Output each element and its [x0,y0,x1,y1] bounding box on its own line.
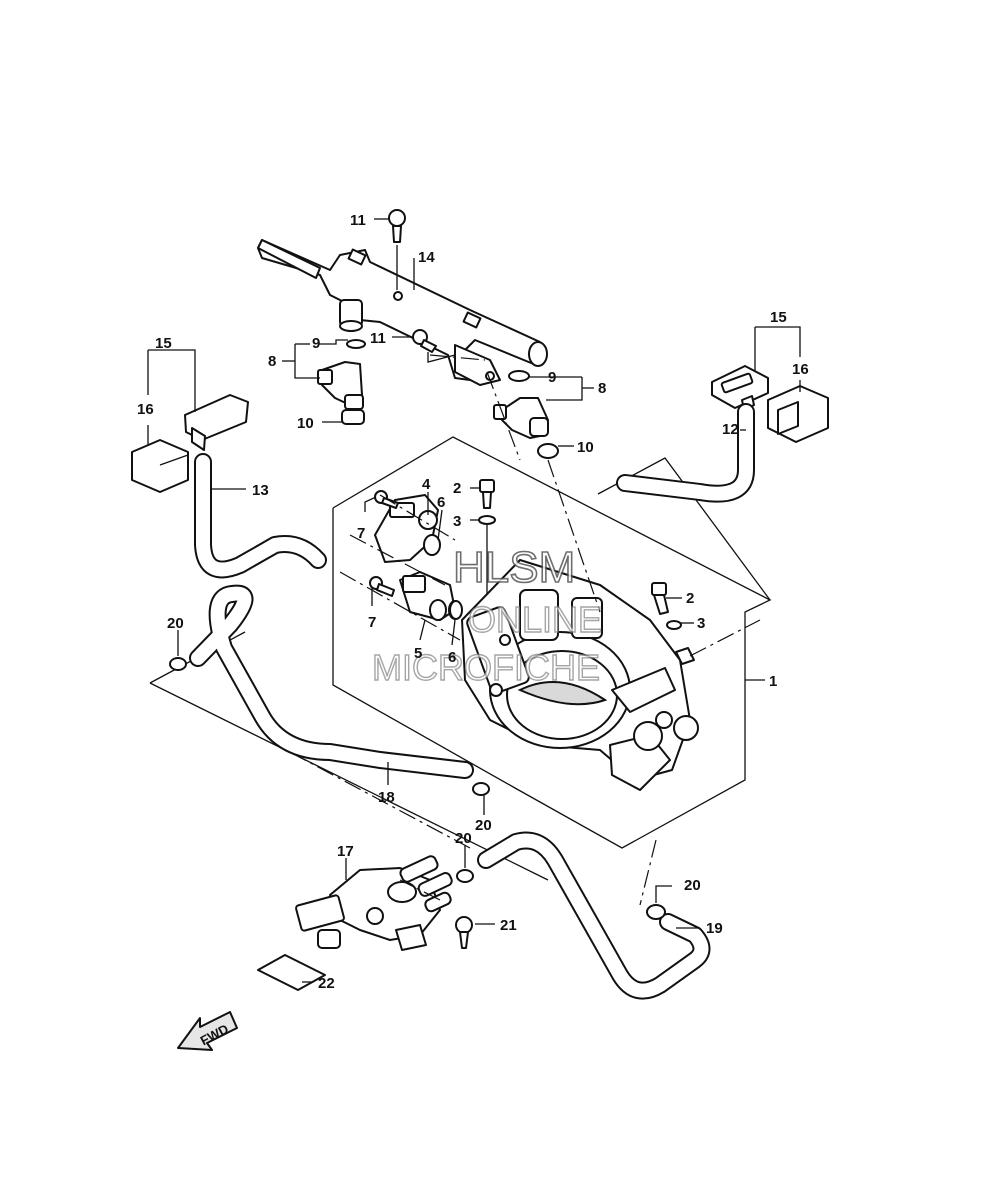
throttle-body[interactable] [461,559,699,791]
callout-2-top: 2 [453,480,461,497]
callout-8-left: 8 [268,353,276,370]
callout-20-right: 20 [684,877,701,894]
watermark-line3: MICROFICHE [372,647,600,688]
callout-19: 19 [706,920,723,937]
clamp-20-lower[interactable] [456,869,474,883]
screw-11-top[interactable] [388,209,406,290]
fuel-injector-right[interactable] [493,370,559,459]
callout-8-right: 8 [598,380,606,397]
callout-3-right: 3 [697,615,705,632]
callout-3-top: 3 [453,513,461,530]
fwd-arrow: FWD [177,1011,238,1051]
clamp-20-right[interactable] [646,904,666,920]
screw-21[interactable] [455,916,473,949]
callout-17: 17 [337,843,354,860]
fuel-injector-left[interactable] [317,339,366,425]
screw-7-bottom[interactable] [369,576,395,597]
cover-16-left[interactable] [131,439,189,493]
callout-10-right: 10 [577,439,594,456]
pad-22[interactable] [257,954,326,991]
callout-6-bottom: 6 [448,649,456,666]
callout-18: 18 [378,789,395,806]
callout-16-right: 16 [792,361,809,378]
callout-12: 12 [722,421,739,438]
callout-21: 21 [500,917,517,934]
callout-6-top: 6 [437,494,445,511]
watermark-line1: HLSM [453,543,575,592]
callout-20-lower: 20 [455,830,472,847]
callout-2-right: 2 [686,590,694,607]
connector-15-left[interactable] [184,394,249,451]
bolt-2-top[interactable] [478,479,496,595]
hose-19[interactable] [477,831,711,1000]
callout-labels: 11 14 11 9 8 10 9 8 10 15 16 15 16 12 13… [137,212,809,992]
callout-16-left: 16 [137,401,154,418]
connector-15-right[interactable] [711,365,769,411]
callout-4: 4 [422,476,431,493]
callout-9-right: 9 [548,369,556,386]
hose-18[interactable] [189,584,474,779]
callout-1: 1 [769,673,777,690]
screw-11-mid[interactable] [412,329,456,363]
callout-20-center: 20 [475,817,492,834]
callout-11-top: 11 [350,212,366,229]
fuel-delivery-pipe[interactable] [257,239,548,386]
callout-9-left: 9 [312,335,320,352]
throttle-position-sensor[interactable] [374,494,440,563]
callout-13: 13 [252,482,269,499]
callout-22: 22 [318,975,335,992]
clamp-20-left[interactable] [169,657,187,671]
idle-control-valve[interactable] [295,855,453,951]
callout-7-bottom: 7 [368,614,376,631]
callout-10-left: 10 [297,415,314,432]
callout-20-left: 20 [167,615,184,632]
watermark-line2: ONLINE [468,599,602,640]
hose-13[interactable] [194,453,327,579]
callout-7-top: 7 [357,525,365,542]
callout-15-right: 15 [770,309,787,326]
hose-12[interactable] [616,403,755,503]
leaders [147,218,801,983]
callout-14: 14 [418,249,435,266]
callout-15-left: 15 [155,335,172,352]
watermark: HLSM ONLINE MICROFICHE [371,542,602,689]
cover-16-right[interactable] [767,385,829,443]
o-ring-6-bottom[interactable] [449,600,463,620]
callout-11-mid: 11 [370,330,386,347]
callout-5: 5 [414,645,422,662]
routing-lines [289,354,761,906]
o-ring-6-top[interactable] [423,534,441,556]
clamp-20-center[interactable] [472,782,490,796]
bolt-2-right[interactable] [651,582,695,665]
